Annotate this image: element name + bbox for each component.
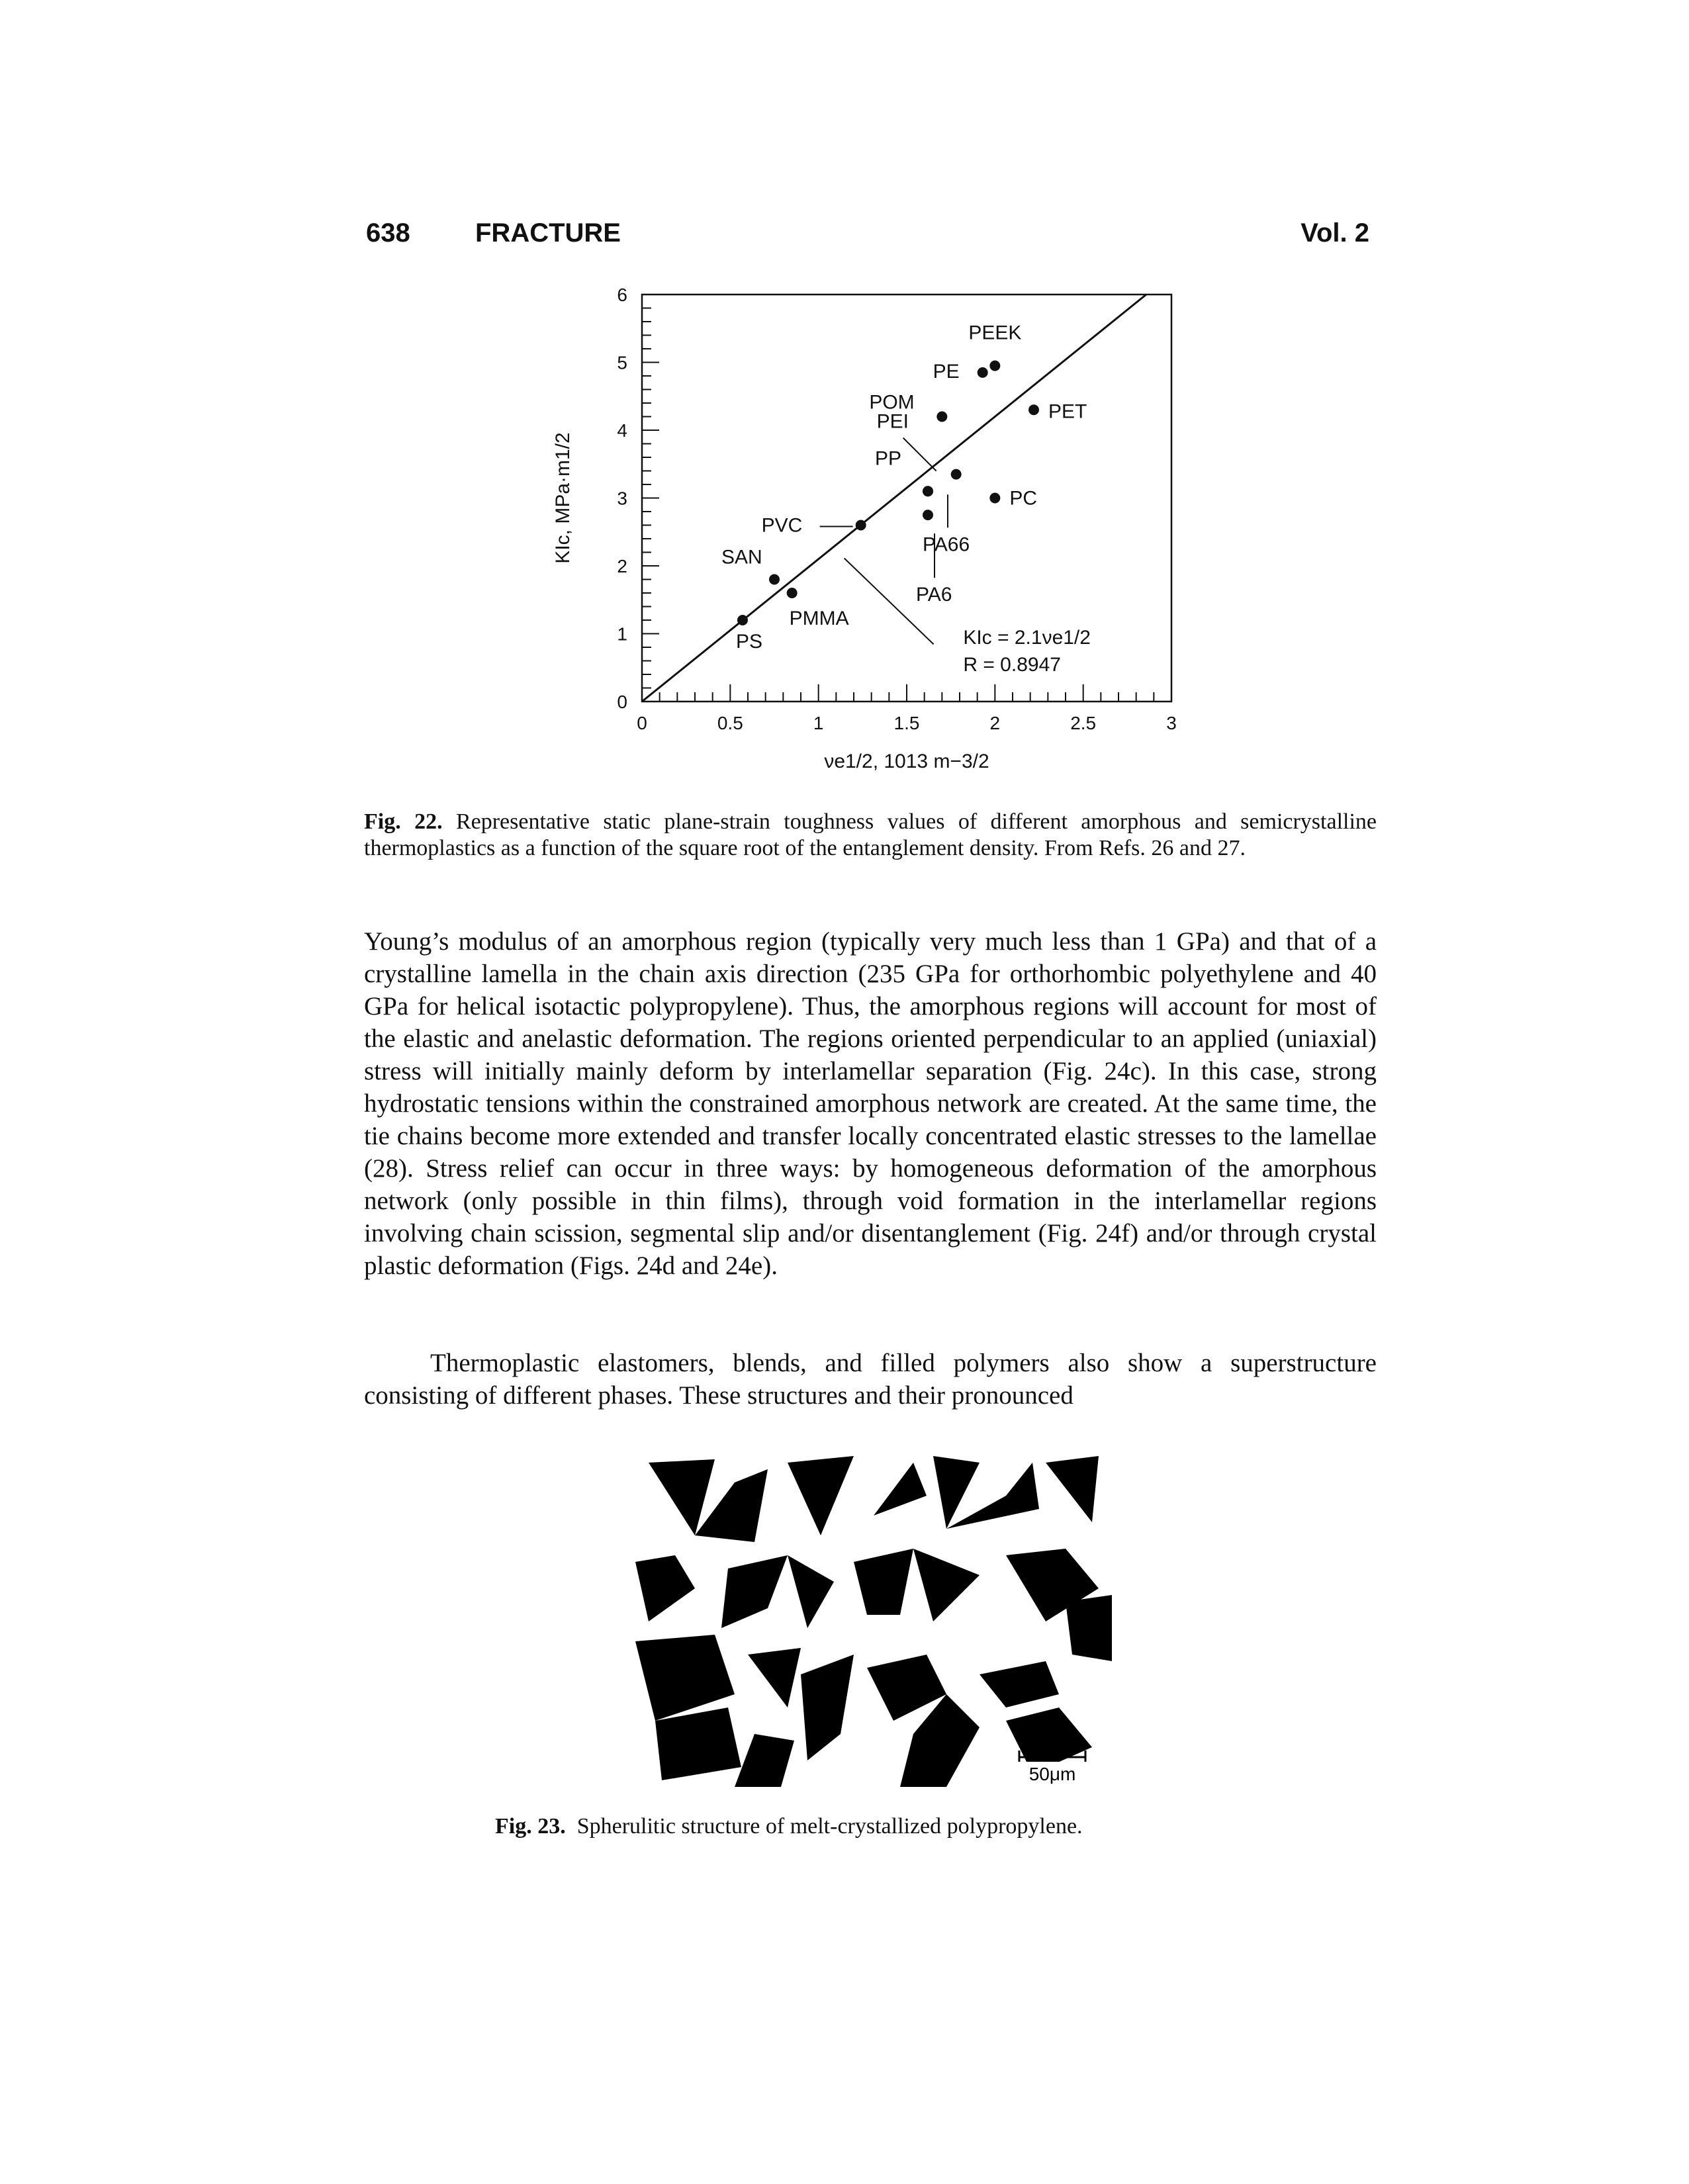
y-tick-label: 4 (617, 420, 627, 441)
scale-bar-label: 50μm (1029, 1764, 1076, 1784)
leader-fit-annotation (843, 557, 935, 645)
point-label-pc: PC (1009, 488, 1037, 510)
y-tick-label: 3 (617, 488, 627, 509)
data-point-san (769, 574, 780, 585)
data-point-peek (989, 360, 1001, 371)
data-point-pom (936, 411, 948, 422)
data-point-pet (1028, 404, 1039, 416)
plot-frame (641, 293, 1173, 703)
y-tick-label: 6 (617, 285, 627, 305)
axis-ticks (641, 294, 1172, 702)
figure-23-label: Fig. 23. (495, 1814, 566, 1839)
point-label-ps: PS (736, 631, 762, 653)
y-tick-label: 1 (617, 624, 627, 645)
data-point-pe (977, 367, 988, 378)
regression-line (641, 293, 1147, 703)
figure-22-caption-text: Representative static plane-strain tough… (364, 809, 1377, 860)
label-leader-lines (819, 437, 948, 645)
point-label-pei: PEI (877, 411, 909, 433)
x-tick-label: 3 (1166, 713, 1177, 733)
leader-pei (902, 437, 937, 472)
y-tick-label: 5 (617, 353, 627, 373)
volume-label: Vol. 2 (1301, 218, 1369, 248)
data-point-pc (989, 492, 1001, 504)
point-label-pmma: PMMA (790, 608, 849, 629)
point-label-pet: PET (1048, 400, 1087, 422)
x-tick-label: 1 (813, 713, 824, 733)
data-point-pei (950, 469, 962, 480)
figure-23-caption-text: Spherulitic structure of melt-crystalliz… (576, 1814, 1083, 1839)
data-point-pvc (855, 520, 866, 531)
point-label-pa6: PA6 (916, 584, 952, 606)
figure-22-label: Fig. 22. (364, 809, 443, 834)
x-tick-label: 0.5 (717, 713, 743, 733)
body-paragraph: Thermoplastic elastomers, blends, and fi… (364, 1349, 1377, 1410)
fit-line (641, 293, 1147, 703)
figure-23-caption: Fig. 23. Spherulitic structure of melt-c… (495, 1813, 1355, 1840)
data-point-pa6 (923, 510, 933, 521)
data-point-pmma (786, 588, 798, 598)
fit-annotation: KIc = 2.1νe1/2 R = 0.8947 (963, 627, 1091, 676)
fit-equation: KIc = 2.1νe1/2 (963, 627, 1091, 649)
point-label-san: SAN (721, 547, 762, 569)
point-label-pvc: PVC (762, 515, 803, 537)
point-label-pp: PP (875, 447, 901, 469)
x-tick-label: 1.5 (894, 713, 920, 733)
data-points (737, 360, 1039, 625)
x-tick-label: 2 (990, 713, 1001, 733)
toughness-scatter-chart: 0 0.5 1 1.5 2 2.5 3 0 1 2 3 4 5 6 PS SAN PMMA PVC PP PA6 PE… (552, 285, 1177, 772)
body-paragraph: Young’s modulus of an amorphous region (… (364, 927, 1377, 1280)
data-point-pa66 (923, 486, 933, 497)
fit-r-value: R = 0.8947 (963, 654, 1061, 676)
y-axis-label: KIc, MPa·m1/2 (552, 432, 574, 563)
plot-border (641, 293, 1173, 703)
x-tick-label: 0 (637, 713, 647, 733)
point-labels: PS SAN PMMA PVC PP PA6 PEI PC PA66 POM PE PEEK PET (721, 322, 1087, 653)
axis-tick-labels: 0 0.5 1 1.5 2 2.5 3 0 1 2 3 4 5 6 (617, 285, 1176, 733)
data-point-ps (737, 615, 748, 625)
spherulite-micrograph: 50μm (635, 1456, 1112, 1787)
running-section-title: FRACTURE (475, 218, 621, 248)
point-label-peek: PEEK (968, 322, 1021, 344)
x-axis-label: νe1/2, 1013 m−3/2 (824, 751, 989, 772)
y-tick-label: 2 (617, 556, 627, 576)
page-number: 638 (366, 218, 410, 248)
point-label-pe: PE (933, 361, 960, 383)
y-tick-label: 0 (617, 692, 627, 712)
point-label-pa66: PA66 (923, 533, 970, 555)
x-tick-label: 2.5 (1070, 713, 1096, 733)
figure-22-caption: Fig. 22. Representative static plane-str… (364, 809, 1377, 862)
point-label-pom: POM (869, 392, 914, 414)
